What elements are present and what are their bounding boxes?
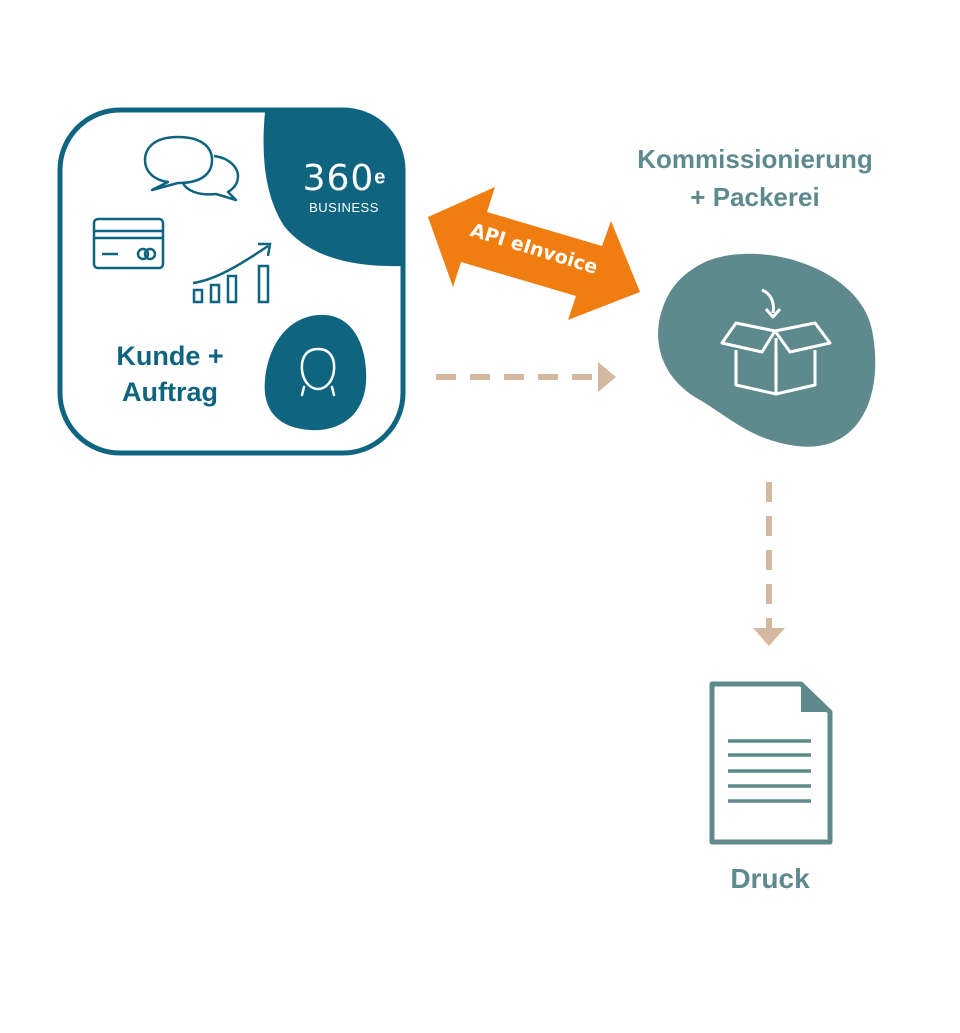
print-label: Druck xyxy=(730,863,810,894)
brand-subtitle: BUSINESS xyxy=(309,200,379,215)
document-icon xyxy=(709,681,833,845)
brand-corner-shape xyxy=(263,112,401,267)
picking-label-line1: Kommissionierung xyxy=(637,144,873,174)
person-blob xyxy=(264,314,367,431)
dashed-arrow-down xyxy=(753,482,785,646)
picking-label-line2: + Packerei xyxy=(690,182,820,212)
source-label-line2: Auftrag xyxy=(122,377,218,407)
api-double-arrow xyxy=(428,187,640,320)
growth-chart-icon xyxy=(192,242,272,304)
picking-blob xyxy=(658,253,876,447)
credit-card-icon xyxy=(92,217,165,270)
person-head-icon xyxy=(300,347,336,397)
source-label-line1: Kunde + xyxy=(116,341,224,371)
picking-label: Kommissionierung + Packerei xyxy=(590,140,920,216)
dashed-arrow-right xyxy=(436,362,616,392)
brand-number: 360 xyxy=(302,158,375,199)
package-box-icon xyxy=(720,288,832,396)
source-label: Kunde + Auftrag xyxy=(90,338,250,410)
brand-logo: 360e xyxy=(296,158,392,199)
brand-superscript: e xyxy=(374,166,386,189)
chat-bubbles-icon xyxy=(143,135,240,202)
